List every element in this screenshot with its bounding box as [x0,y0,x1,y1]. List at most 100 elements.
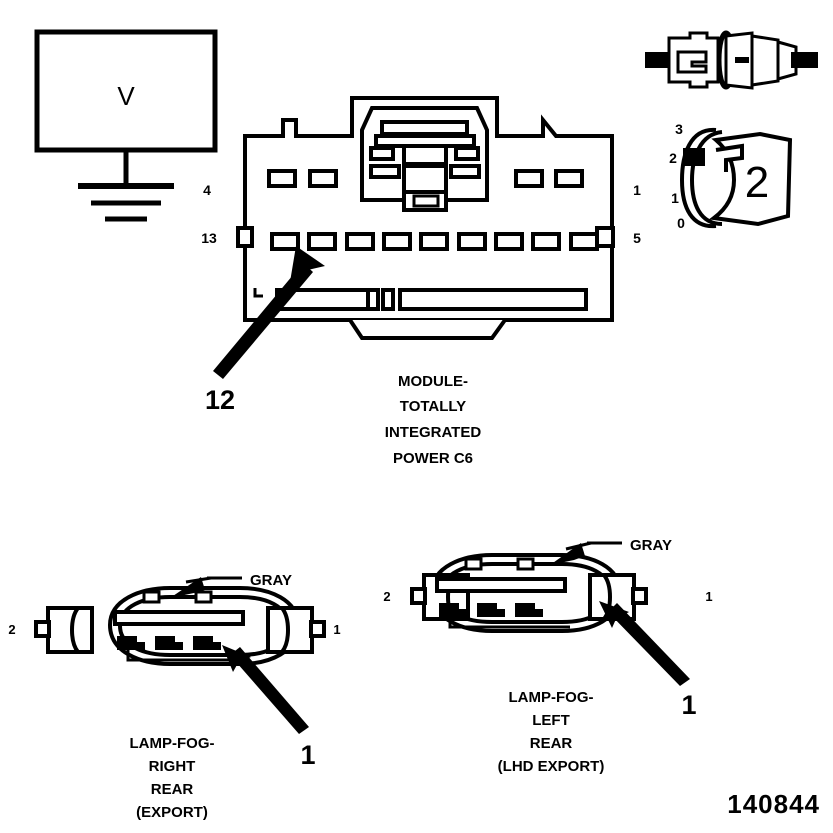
inline-wire-right [791,52,818,68]
module-pin-upper-4 [554,169,584,188]
inline-connector-female-mid [750,34,780,87]
module-pin-lower-7 [494,232,524,251]
module-callout-12-arrow [213,246,325,379]
module-pin-upper-1 [267,169,297,188]
fog-left-callout-arrowhead [599,601,629,628]
module-pin-lower-3 [345,232,375,251]
connector-orientation-key: 2 3 2 1 0 [669,121,793,231]
fog-left-ear-right-curve [602,573,612,621]
key-scale-label-2: 2 [669,150,677,166]
fog-right-callout-shaft [230,647,309,734]
voltmeter-symbol: V [34,29,218,222]
module-pin-label-top-left: 4 [203,182,211,198]
module-pin-lower-9 [569,232,599,251]
fog-left-pin-label-left: 2 [383,589,390,604]
fog-right-pin-label-right: 1 [333,622,340,637]
key-scale-label-0: 0 [677,215,685,231]
callout-12-arrowhead [290,246,325,282]
module-slot-rib-1 [366,288,380,311]
key-ring-outer [679,127,717,229]
callout-12-shaft [213,263,313,379]
module-left-tab [236,226,254,248]
inline-connector-assembly [645,30,818,90]
module-name-line-1: MODULE- [398,373,468,390]
fog-right-name-line-1: LAMP-FOG- [130,735,215,752]
fog-right-top-tab-1 [142,590,161,604]
module-name-line-2: TOTALLY [400,398,466,415]
fog-right-name-line-3: REAR [151,781,194,798]
module-pin-lower-5 [419,232,449,251]
fog-right-pin-label-left: 2 [8,622,15,637]
fog-right-ear-right [266,606,326,654]
latch-bar-top [380,120,469,136]
key-index-block [683,148,705,166]
fog-left-name-line-3: REAR [530,735,573,752]
fog-left-ear-right [588,573,648,621]
module-pin-lower-2 [307,232,337,251]
fog-left-ear-right-nub [631,587,648,605]
module-connector: 4 13 1 5 12 MODULE- TOTALLY INTEGRATED P… [201,96,641,467]
module-bottom-ledge [253,288,588,340]
fog-left-inner-ledge [448,611,570,629]
latch-foot-slot [412,194,440,208]
fog-left-callout-1-arrow [599,601,690,686]
module-bottom-tab [348,318,507,340]
fog-right-gray-arrowhead [170,577,205,598]
latch-center-block [402,144,448,166]
inline-connector-female-rear [776,40,798,81]
fog-left-name-line-2: LEFT [532,712,570,729]
fog-right-callout-label: 1 [300,740,315,770]
fog-left-gray-leader [550,541,622,565]
fog-right-cavity-2 [155,636,183,650]
fog-left-pin-label-right: 1 [705,589,712,604]
fog-right-name-line-4: (EXPORT) [136,804,208,821]
fog-lamp-left-connector: 2 1 GRAY 1 LAMP-FOG- LEFT REAR (LHD EXPO… [383,537,712,775]
fog-right-inner-ledge [126,644,248,662]
module-inner-corner-mark [253,288,263,298]
module-pin-upper-2 [308,169,338,188]
module-pin-lower-4 [382,232,412,251]
fog-lamp-right-connector: 2 1 GRAY 1 LAMP-FOG- RIGHT REAR (EXPORT) [8,572,340,821]
module-pin-label-top-right: 1 [633,182,641,198]
fog-left-terminal-bar [435,577,567,593]
fog-right-ear-left-nub [34,620,51,638]
module-center-latch [360,106,489,212]
fog-left-ear-left-nub [410,587,427,605]
key-ring-inner [689,130,723,226]
fog-right-callout-1-arrow [222,645,309,734]
module-lower-pin-row [270,232,599,251]
key-notch [715,143,744,172]
fog-left-color-label: GRAY [630,537,672,554]
voltmeter-body [34,29,218,153]
module-slot-rib-2 [381,288,395,311]
key-scale-label-1: 1 [671,190,679,206]
fog-right-name-line-2: RIGHT [149,758,196,775]
inline-connector-female-slot [735,57,749,63]
fog-right-top-tab-2 [194,590,213,604]
inline-connector-male-keyway [676,50,708,74]
module-pin-lower-6 [457,232,487,251]
key-scale-label-3: 3 [675,121,683,137]
fog-left-top-tab-1 [464,557,483,571]
figure-number: 140844 [727,789,820,819]
fog-right-cavity-3 [193,636,221,650]
fog-right-ear-right-curve [280,606,290,654]
module-callout-12-label: 12 [205,385,235,415]
fog-left-gray-arrowhead [550,543,585,565]
fog-right-color-label: GRAY [250,572,292,589]
fog-left-cavity-3 [515,603,543,617]
module-pin-upper-3 [514,169,544,188]
fog-right-ear-right-nub [309,620,326,638]
latch-lug-left [369,146,395,161]
module-pin-lower-8 [531,232,561,251]
inline-wire-left [645,52,669,68]
fog-left-name-line-4: (LHD EXPORT) [498,758,605,775]
module-upper-pin-row [267,169,584,188]
fog-right-terminal-bar [113,610,245,626]
fog-left-callout-label: 1 [681,690,696,720]
module-pin-lower-1 [270,232,300,251]
key-body-number: 2 [745,158,769,207]
fog-left-cavity-1 [439,603,467,617]
fog-right-callout-arrowhead [222,645,251,672]
